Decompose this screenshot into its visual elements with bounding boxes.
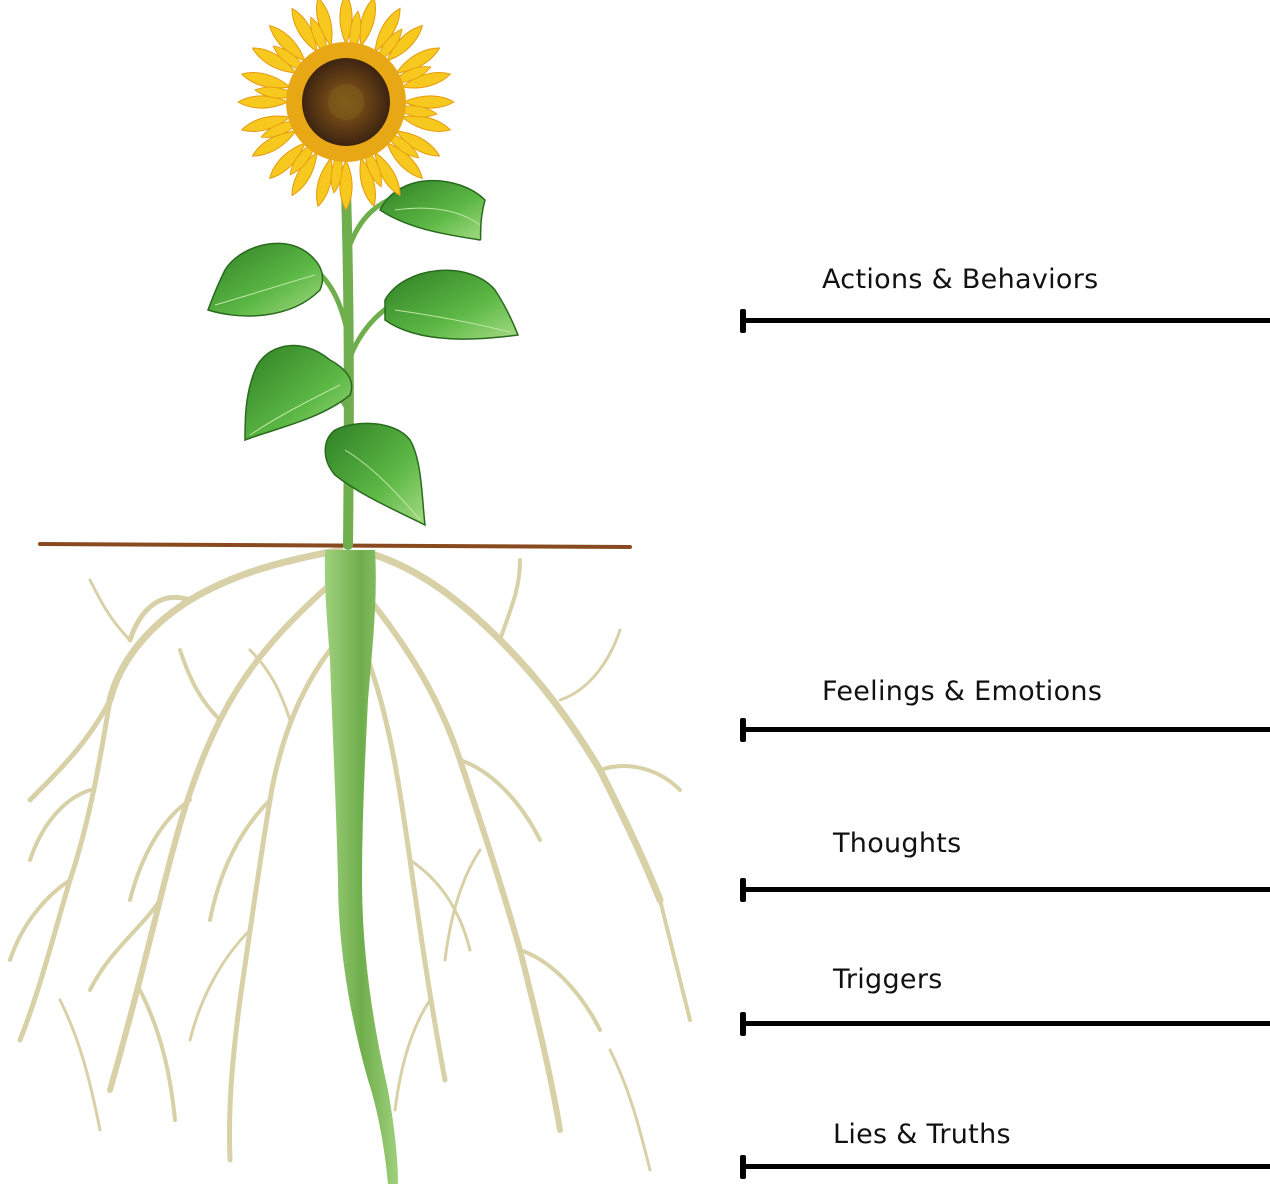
- label-triggers: Triggers: [833, 964, 943, 995]
- line-actions-behaviors: [740, 315, 1270, 325]
- ground-line: [40, 544, 630, 547]
- line-lies-truths: [740, 1161, 1270, 1171]
- label-feelings-emotions: Feelings & Emotions: [822, 676, 1102, 707]
- line-feelings-emotions: [740, 724, 1270, 734]
- line-triggers: [740, 1018, 1270, 1028]
- sunflower-head: [238, 0, 454, 210]
- sunflower-illustration: [0, 0, 700, 1184]
- label-actions-behaviors: Actions & Behaviors: [822, 264, 1099, 295]
- label-thoughts: Thoughts: [833, 828, 962, 859]
- label-lies-truths: Lies & Truths: [833, 1119, 1011, 1150]
- leaves: [208, 181, 518, 525]
- taproot: [325, 550, 398, 1184]
- line-thoughts: [740, 884, 1270, 894]
